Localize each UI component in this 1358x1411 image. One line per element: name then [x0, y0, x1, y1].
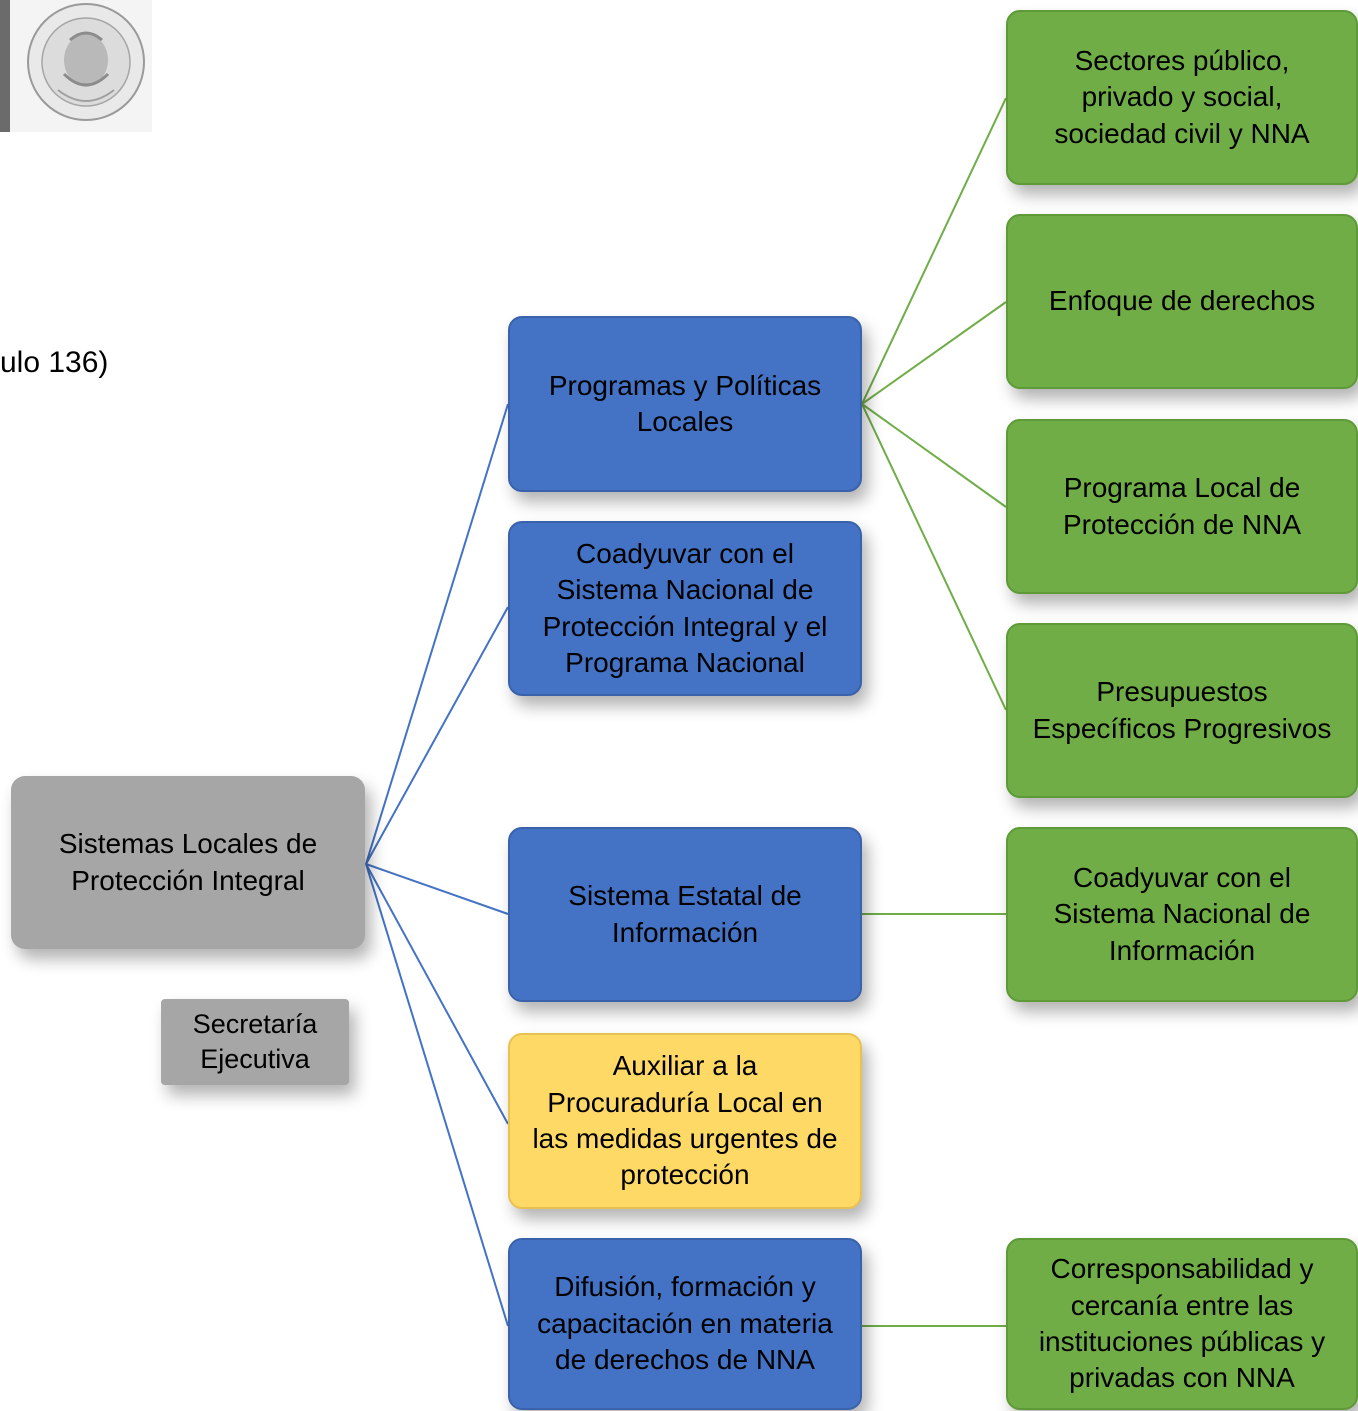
leaf-node-2-label: Programa Local de Protección de NNA: [1062, 472, 1302, 540]
leaf-node-0-label: Sectores público, privado y social, soci…: [1054, 44, 1310, 149]
sub-root-node: Secretaría Ejecutiva: [161, 999, 349, 1085]
child-node-0: Programas y Políticas Locales: [508, 316, 862, 492]
child-node-2-label: Sistema Estatal de Información: [568, 880, 802, 948]
child-node-4: Difusión, formación y capacitación en ma…: [508, 1238, 862, 1410]
child-node-2: Sistema Estatal de Información: [508, 827, 862, 1002]
leaf-node-4-label: Coadyuvar con el Sistema Nacional de Inf…: [1053, 861, 1311, 966]
root-node-label: Sistemas Locales de Protección Integral: [58, 828, 318, 896]
heading-fragment: ulo 136): [0, 346, 109, 379]
coat-of-arms-icon: [0, 0, 145, 132]
leaf-node-0: Sectores público, privado y social, soci…: [1006, 10, 1358, 185]
connector-root-to-child-3: [365, 863, 509, 1125]
connector-child-0-to-leaf-3: [861, 403, 1007, 711]
child-node-0-label: Programas y Políticas Locales: [548, 369, 822, 437]
connector-root-to-child-1: [365, 606, 509, 865]
child-node-3: Auxiliar a la Procuraduría Local en las …: [508, 1033, 862, 1209]
leaf-node-2: Programa Local de Protección de NNA: [1006, 419, 1358, 594]
connector-child-0-to-leaf-2: [861, 403, 1007, 508]
connector-root-to-child-0: [365, 403, 509, 865]
sub-root-node-label: Secretaría Ejecutiva: [192, 1008, 318, 1074]
child-node-3-label: Auxiliar a la Procuraduría Local en las …: [532, 1050, 838, 1191]
child-node-1: Coadyuvar con el Sistema Nacional de Pro…: [508, 521, 862, 696]
child-node-1-label: Coadyuvar con el Sistema Nacional de Pro…: [542, 537, 828, 678]
leaf-node-3-label: Presupuestos Específicos Progresivos: [1032, 676, 1332, 744]
connector-child-0-to-leaf-0: [861, 97, 1007, 405]
leaf-node-5-label: Corresponsabilidad y cercanía entre las …: [1038, 1253, 1326, 1394]
leaf-node-3: Presupuestos Específicos Progresivos: [1006, 623, 1358, 798]
leaf-node-1-label: Enfoque de derechos: [1048, 285, 1316, 317]
connector-child-0-to-leaf-1: [861, 301, 1007, 405]
root-node: Sistemas Locales de Protección Integral: [11, 776, 365, 949]
leaf-node-5: Corresponsabilidad y cercanía entre las …: [1006, 1238, 1358, 1410]
seal-logo: [0, 0, 152, 132]
leaf-node-1: Enfoque de derechos: [1006, 214, 1358, 389]
connector-root-to-child-2: [365, 863, 509, 915]
child-node-4-label: Difusión, formación y capacitación en ma…: [537, 1271, 833, 1376]
leaf-node-4: Coadyuvar con el Sistema Nacional de Inf…: [1006, 827, 1358, 1002]
connector-root-to-child-4: [365, 863, 509, 1327]
